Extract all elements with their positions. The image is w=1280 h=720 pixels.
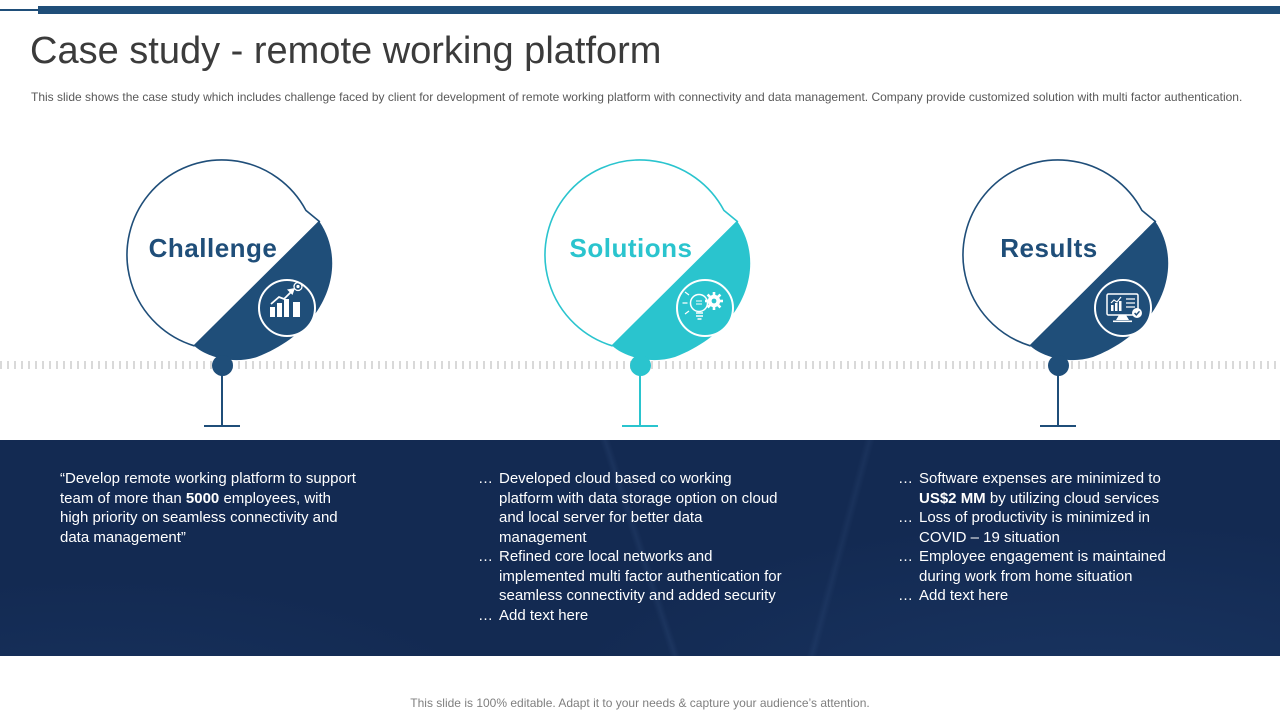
monitor-analytics-icon	[1106, 293, 1142, 323]
list-item: …Add text here	[478, 606, 589, 624]
connector-tick-results	[1040, 425, 1076, 427]
stage-challenge: Challenge	[117, 155, 352, 370]
list-item: …Software expenses are minimized to US$2…	[898, 470, 1161, 507]
list-item: …Refined core local networks and impleme…	[478, 548, 782, 604]
stage-results: Results	[953, 155, 1188, 370]
timeline-dot-solutions	[629, 355, 651, 376]
challenge-quote: “Develop remote working platform to supp…	[60, 469, 420, 547]
connector-line-solutions	[639, 374, 641, 425]
quote-text-bold: 5000	[185, 489, 220, 507]
bullet-icon: …	[478, 470, 493, 487]
timeline-dot-results	[1047, 355, 1069, 376]
stage-label-results: Results	[1000, 233, 1098, 263]
list-item: …Add text here	[898, 587, 1009, 604]
content-panel: “Develop remote working platform to supp…	[0, 440, 1280, 656]
stage-label-solutions: Solutions	[569, 233, 693, 263]
solutions-circle-graphic	[544, 159, 751, 361]
accent-bar-thin	[0, 9, 38, 11]
bullet-icon: …	[478, 548, 493, 565]
bullet-icon: …	[478, 606, 493, 624]
growth-chart-target-icon	[270, 281, 303, 317]
timeline-dot-challenge	[211, 355, 233, 376]
bullet-icon: …	[898, 587, 913, 604]
connector-tick-challenge	[204, 425, 240, 427]
quote-text-pre: “Develop remote working platform to supp…	[60, 470, 356, 507]
list-item: …Employee engagement is maintained durin…	[898, 548, 1166, 585]
quote-text-post: employees, with high priority on seamles…	[60, 489, 338, 546]
stage-label-challenge: Challenge	[148, 233, 278, 263]
stage-solutions: Solutions	[535, 155, 770, 370]
bullet-icon: …	[898, 509, 913, 526]
list-item: …Loss of productivity is minimized in CO…	[898, 509, 1150, 546]
bullet-icon: …	[898, 548, 913, 565]
slide-subtitle: This slide shows the case study which in…	[31, 90, 1243, 104]
solutions-list: …Developed cloud based co working platfo…	[478, 469, 838, 625]
results-list: …Software expenses are minimized to US$2…	[898, 469, 1238, 606]
challenge-circle-graphic	[126, 159, 333, 361]
connector-line-results	[1057, 374, 1059, 425]
footer-note: This slide is 100% editable. Adapt it to…	[410, 696, 870, 710]
connector-tick-solutions	[622, 425, 658, 427]
bullet-icon: …	[898, 470, 913, 487]
accent-bar-thick	[38, 6, 1280, 14]
list-item: …Developed cloud based co working platfo…	[478, 470, 778, 546]
page-title: Case study - remote working platform	[30, 30, 662, 72]
challenge-quote-text: “Develop remote working platform to supp…	[60, 469, 420, 547]
results-circle-graphic	[962, 159, 1169, 361]
connector-line-challenge	[221, 374, 223, 425]
lightbulb-gear-icon	[682, 291, 723, 320]
